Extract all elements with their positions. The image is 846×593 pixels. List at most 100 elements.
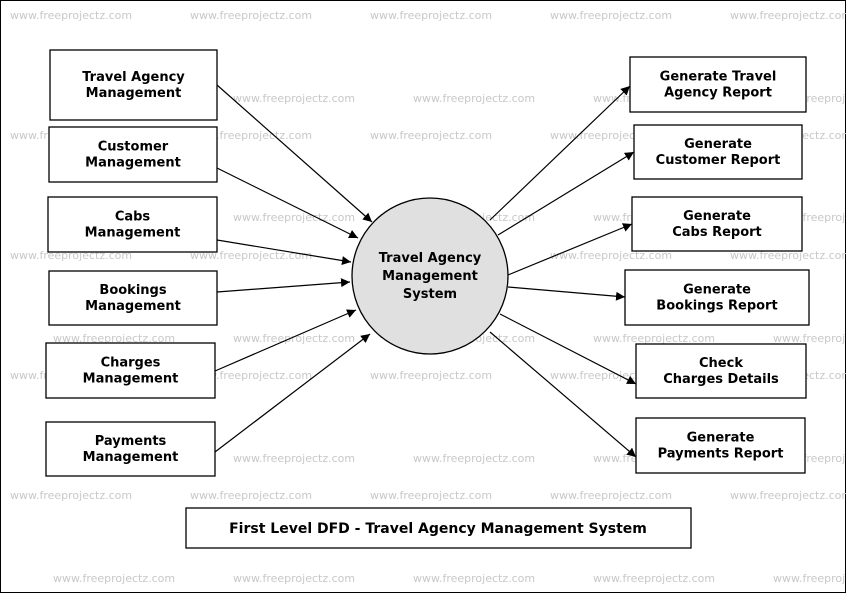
output-entity-label: Agency Report bbox=[664, 86, 772, 101]
input-entity-label: Customer bbox=[98, 140, 169, 155]
output-entity-box bbox=[635, 343, 807, 399]
output-flow-arrow bbox=[499, 313, 637, 385]
output-entity-label: Generate bbox=[683, 283, 751, 298]
watermark-text: www.freeprojectz.com bbox=[370, 9, 492, 22]
watermark-text: www.freeprojectz.com bbox=[190, 129, 312, 142]
process-label-line-3: System bbox=[403, 287, 457, 302]
input-entity-box bbox=[45, 342, 216, 399]
input-entity-box bbox=[45, 421, 216, 477]
input-flow-arrow bbox=[216, 84, 373, 223]
watermark-text: www.freeprojectz.com bbox=[233, 452, 355, 465]
watermark-text: www.freeprojectz.com bbox=[413, 572, 535, 585]
watermark-text: www.freeprojectz.com bbox=[370, 369, 492, 382]
input-entity-label: Payments bbox=[95, 434, 167, 449]
output-entity-label: Generate bbox=[683, 209, 751, 224]
watermark-text: www.freeprojectz.com bbox=[730, 489, 846, 502]
input-entity-label: Management bbox=[83, 372, 179, 387]
watermark-text: www.freeprojectz.com bbox=[233, 332, 355, 345]
output-entity-label: Cabs Report bbox=[672, 225, 762, 240]
watermark-text: www.freeprojectz.com bbox=[593, 332, 715, 345]
output-flow-arrow bbox=[507, 286, 626, 301]
output-entity-label: Check bbox=[699, 356, 743, 371]
watermark-text: www.freeprojectz.com bbox=[550, 249, 672, 262]
input-entity-label: Management bbox=[83, 450, 179, 465]
input-entity-label: Management bbox=[86, 86, 182, 101]
watermark-text: www.freeprojectz.com bbox=[773, 332, 846, 345]
input-entity-label: Bookings bbox=[99, 283, 166, 298]
watermark-text: www.freeprojectz.com bbox=[53, 572, 175, 585]
input-flow-arrow bbox=[214, 309, 357, 372]
output-entity-box bbox=[635, 417, 806, 474]
input-flow-arrow bbox=[216, 167, 359, 239]
watermark-text: www.freeprojectz.com bbox=[53, 332, 175, 345]
caption-box bbox=[185, 507, 692, 549]
watermark-text: www.freeprojectz.com bbox=[233, 92, 355, 105]
watermark-text: www.freeprojectz.com bbox=[233, 211, 355, 224]
input-flow-arrow bbox=[214, 333, 371, 453]
process-circle bbox=[351, 197, 509, 355]
output-flow-arrow bbox=[507, 223, 633, 276]
output-entity-label: Customer Report bbox=[656, 153, 781, 168]
data-flows bbox=[214, 84, 637, 458]
input-flow-arrow bbox=[216, 239, 352, 265]
watermark-text: www.freeprojectz.com bbox=[190, 369, 312, 382]
input-entities: Travel AgencyManagementCustomerManagemen… bbox=[45, 49, 218, 477]
input-entity-label: Cabs bbox=[115, 210, 151, 225]
output-entity-box bbox=[624, 269, 810, 326]
output-entity-box bbox=[633, 124, 803, 180]
input-entity-box bbox=[49, 49, 218, 121]
output-entity-label: Generate bbox=[684, 137, 752, 152]
input-entity-label: Management bbox=[85, 299, 181, 314]
watermark-text: www.freeprojectz.com bbox=[773, 572, 846, 585]
diagram-caption: First Level DFD - Travel Agency Manageme… bbox=[185, 507, 692, 549]
watermark-text: www.freeprojectz.com bbox=[10, 9, 132, 22]
watermark-text: www.freeprojectz.com bbox=[190, 489, 312, 502]
process-label-line-1: Travel Agency bbox=[379, 251, 482, 266]
input-entity-box bbox=[48, 126, 218, 183]
output-entity-label: Generate Travel bbox=[660, 70, 777, 85]
watermark-text: www.freeprojectz.com bbox=[190, 249, 312, 262]
output-entity-label: Charges Details bbox=[663, 372, 779, 387]
process-label-line-2: Management bbox=[382, 269, 478, 284]
caption-text: First Level DFD - Travel Agency Manageme… bbox=[229, 521, 647, 537]
watermark-text: www.freeprojectz.com bbox=[730, 249, 846, 262]
watermark-text: www.freeprojectz.com bbox=[10, 489, 132, 502]
watermark-text: www.freeprojectz.com bbox=[233, 572, 355, 585]
output-entity-label: Bookings Report bbox=[656, 299, 777, 314]
watermark-text: www.freeprojectz.com bbox=[550, 489, 672, 502]
output-flow-arrow bbox=[489, 85, 631, 221]
output-entity-label: Generate bbox=[687, 431, 755, 446]
output-flow-arrow bbox=[497, 151, 635, 236]
input-flow-arrow bbox=[216, 278, 351, 293]
output-flow-arrow bbox=[489, 331, 637, 458]
input-entity-box bbox=[47, 196, 218, 253]
watermark-text: www.freeprojectz.com bbox=[370, 489, 492, 502]
input-entity-label: Travel Agency bbox=[82, 70, 185, 85]
input-entity-label: Management bbox=[85, 156, 181, 171]
watermark-text: www.freeprojectz.com bbox=[413, 92, 535, 105]
watermark-text: www.freeprojectz.com bbox=[190, 9, 312, 22]
output-entity-box bbox=[631, 196, 803, 252]
watermark-text: www.freeprojectz.com bbox=[593, 572, 715, 585]
watermark-text: www.freeprojectz.com bbox=[413, 452, 535, 465]
input-entity-box bbox=[48, 270, 218, 326]
watermark-text: www.freeprojectz.com bbox=[370, 129, 492, 142]
central-process: Travel Agency Management System bbox=[351, 197, 509, 355]
watermark-text: www.freeprojectz.com bbox=[550, 9, 672, 22]
output-entity-label: Payments Report bbox=[658, 447, 784, 462]
watermark-text: www.freeprojectz.com bbox=[730, 9, 846, 22]
